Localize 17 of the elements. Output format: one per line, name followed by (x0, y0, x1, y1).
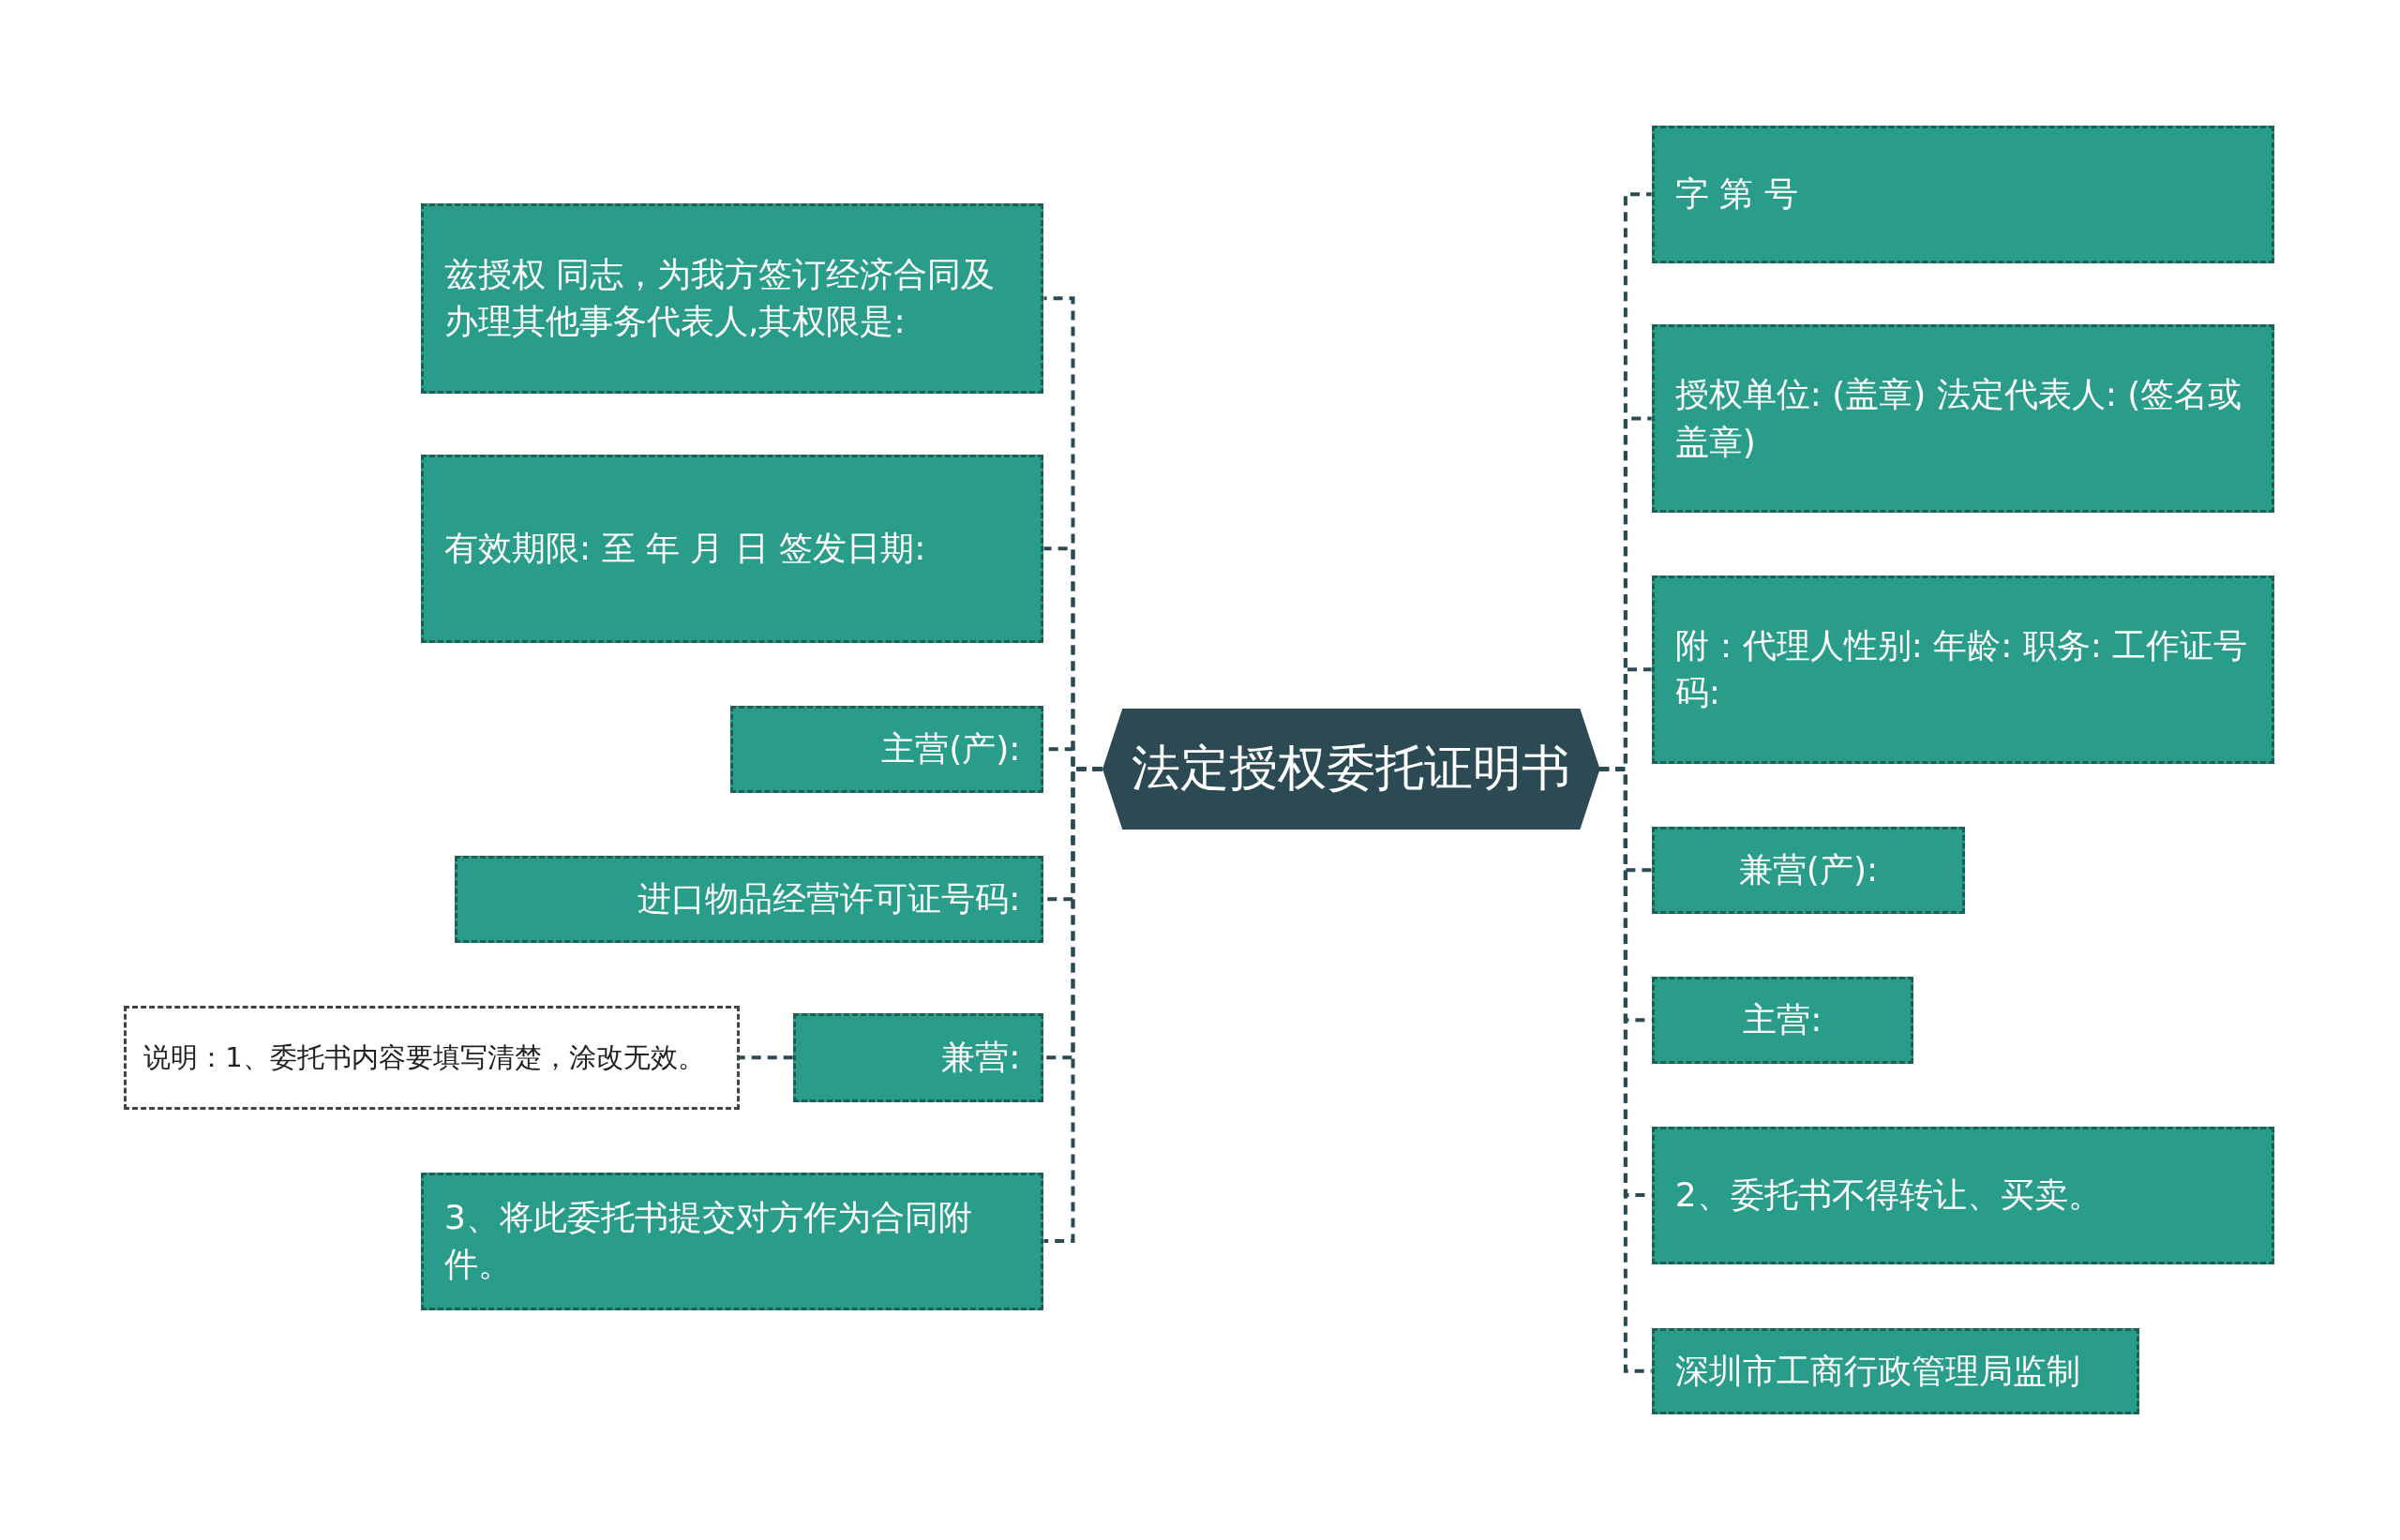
topic-box: 深圳市工商行政管理局监制 (1651, 1328, 2140, 1414)
note-box: 说明：1、委托书内容要填写清楚，涂改无效。 (124, 1005, 740, 1110)
topic-box: 主营(产): (729, 705, 1044, 793)
topic-box: 兼营(产): (1651, 826, 1966, 914)
topic-box: 主营: (1651, 976, 1913, 1064)
topic-box: 进口物品经营许可证号码: (454, 855, 1044, 943)
topic-box: 字 第 号 (1651, 125, 2275, 263)
node-text: 法定授权委托证明书 (1131, 739, 1570, 799)
topic-box: 授权单位: (盖章) 法定代表人: (签名或盖章) (1651, 324, 2275, 513)
topic-box: 附：代理人性别: 年龄: 职务: 工作证号码: (1651, 575, 2275, 764)
topic-box: 3、将此委托书提交对方作为合同附件。 (420, 1172, 1044, 1310)
topic-box: 兹授权 同志，为我方签订经济合同及办理其他事务代表人,其权限是: (420, 203, 1044, 394)
topic-box: 2、委托书不得转让、买卖。 (1651, 1126, 2275, 1264)
topic-box: 有效期限: 至 年 月 日 签发日期: (420, 454, 1044, 643)
connector-line (739, 1055, 793, 1060)
connector-line (1043, 767, 1102, 1244)
topic-box: 兼营: (792, 1012, 1044, 1102)
